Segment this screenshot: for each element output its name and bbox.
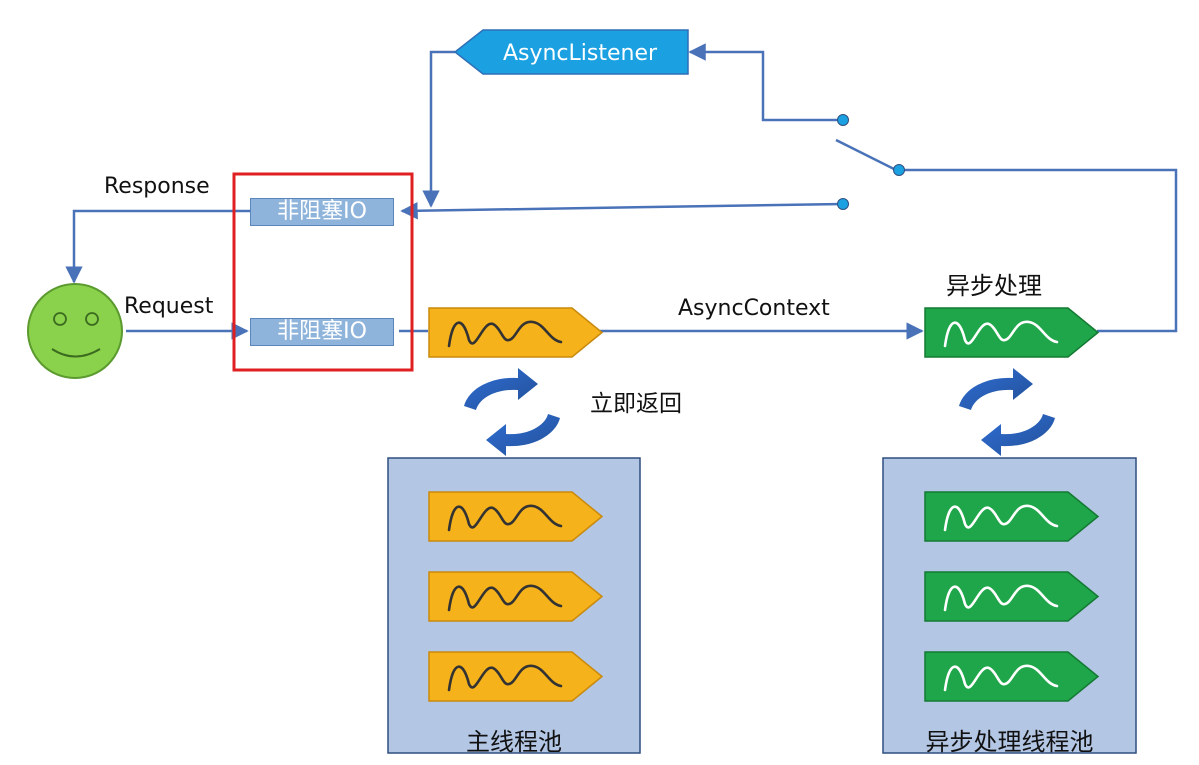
main-pool-worker wave-thread-icon [428,651,604,702]
circular-arrows-icon [959,368,1055,456]
switch-lever [835,138,897,172]
main-pool-worker wave-thread-icon [428,491,604,542]
response-label: Response [104,174,210,199]
async-to-switch-line [899,168,1178,333]
response-line [65,209,250,284]
switch-icon [837,114,905,210]
main-worker-active wave-thread-icon [428,307,604,358]
async-context-label: AsyncContext [678,296,830,321]
async-processing-label: 异步处理 [946,272,1042,300]
circular-arrows-icon [464,368,560,456]
async-pool-worker wave-thread-icon [924,491,1100,542]
request-label: Request [124,294,214,319]
listener-to-io-line [422,50,455,208]
smiley-face-icon [27,283,123,379]
async-listener-shape [453,29,689,75]
switch-to-io-line [400,202,844,220]
return-immediately-label: 立即返回 [590,391,682,417]
async-pool-worker wave-thread-icon [924,571,1100,622]
nonblocking-io-bottom: 非阻塞IO [250,318,394,346]
main-pool-worker wave-thread-icon [428,571,604,622]
async-pool-label: 异步处理线程池 [925,728,1094,756]
async-listener-label: AsyncListener [502,41,658,66]
listener-return-line [688,43,843,122]
main-pool-label: 主线程池 [466,728,562,756]
nonblocking-io-highlight [232,172,414,372]
async-worker-active wave-thread-icon [924,307,1100,358]
nonblocking-io-top: 非阻塞IO [250,198,394,226]
async-pool-worker wave-thread-icon [924,651,1100,702]
